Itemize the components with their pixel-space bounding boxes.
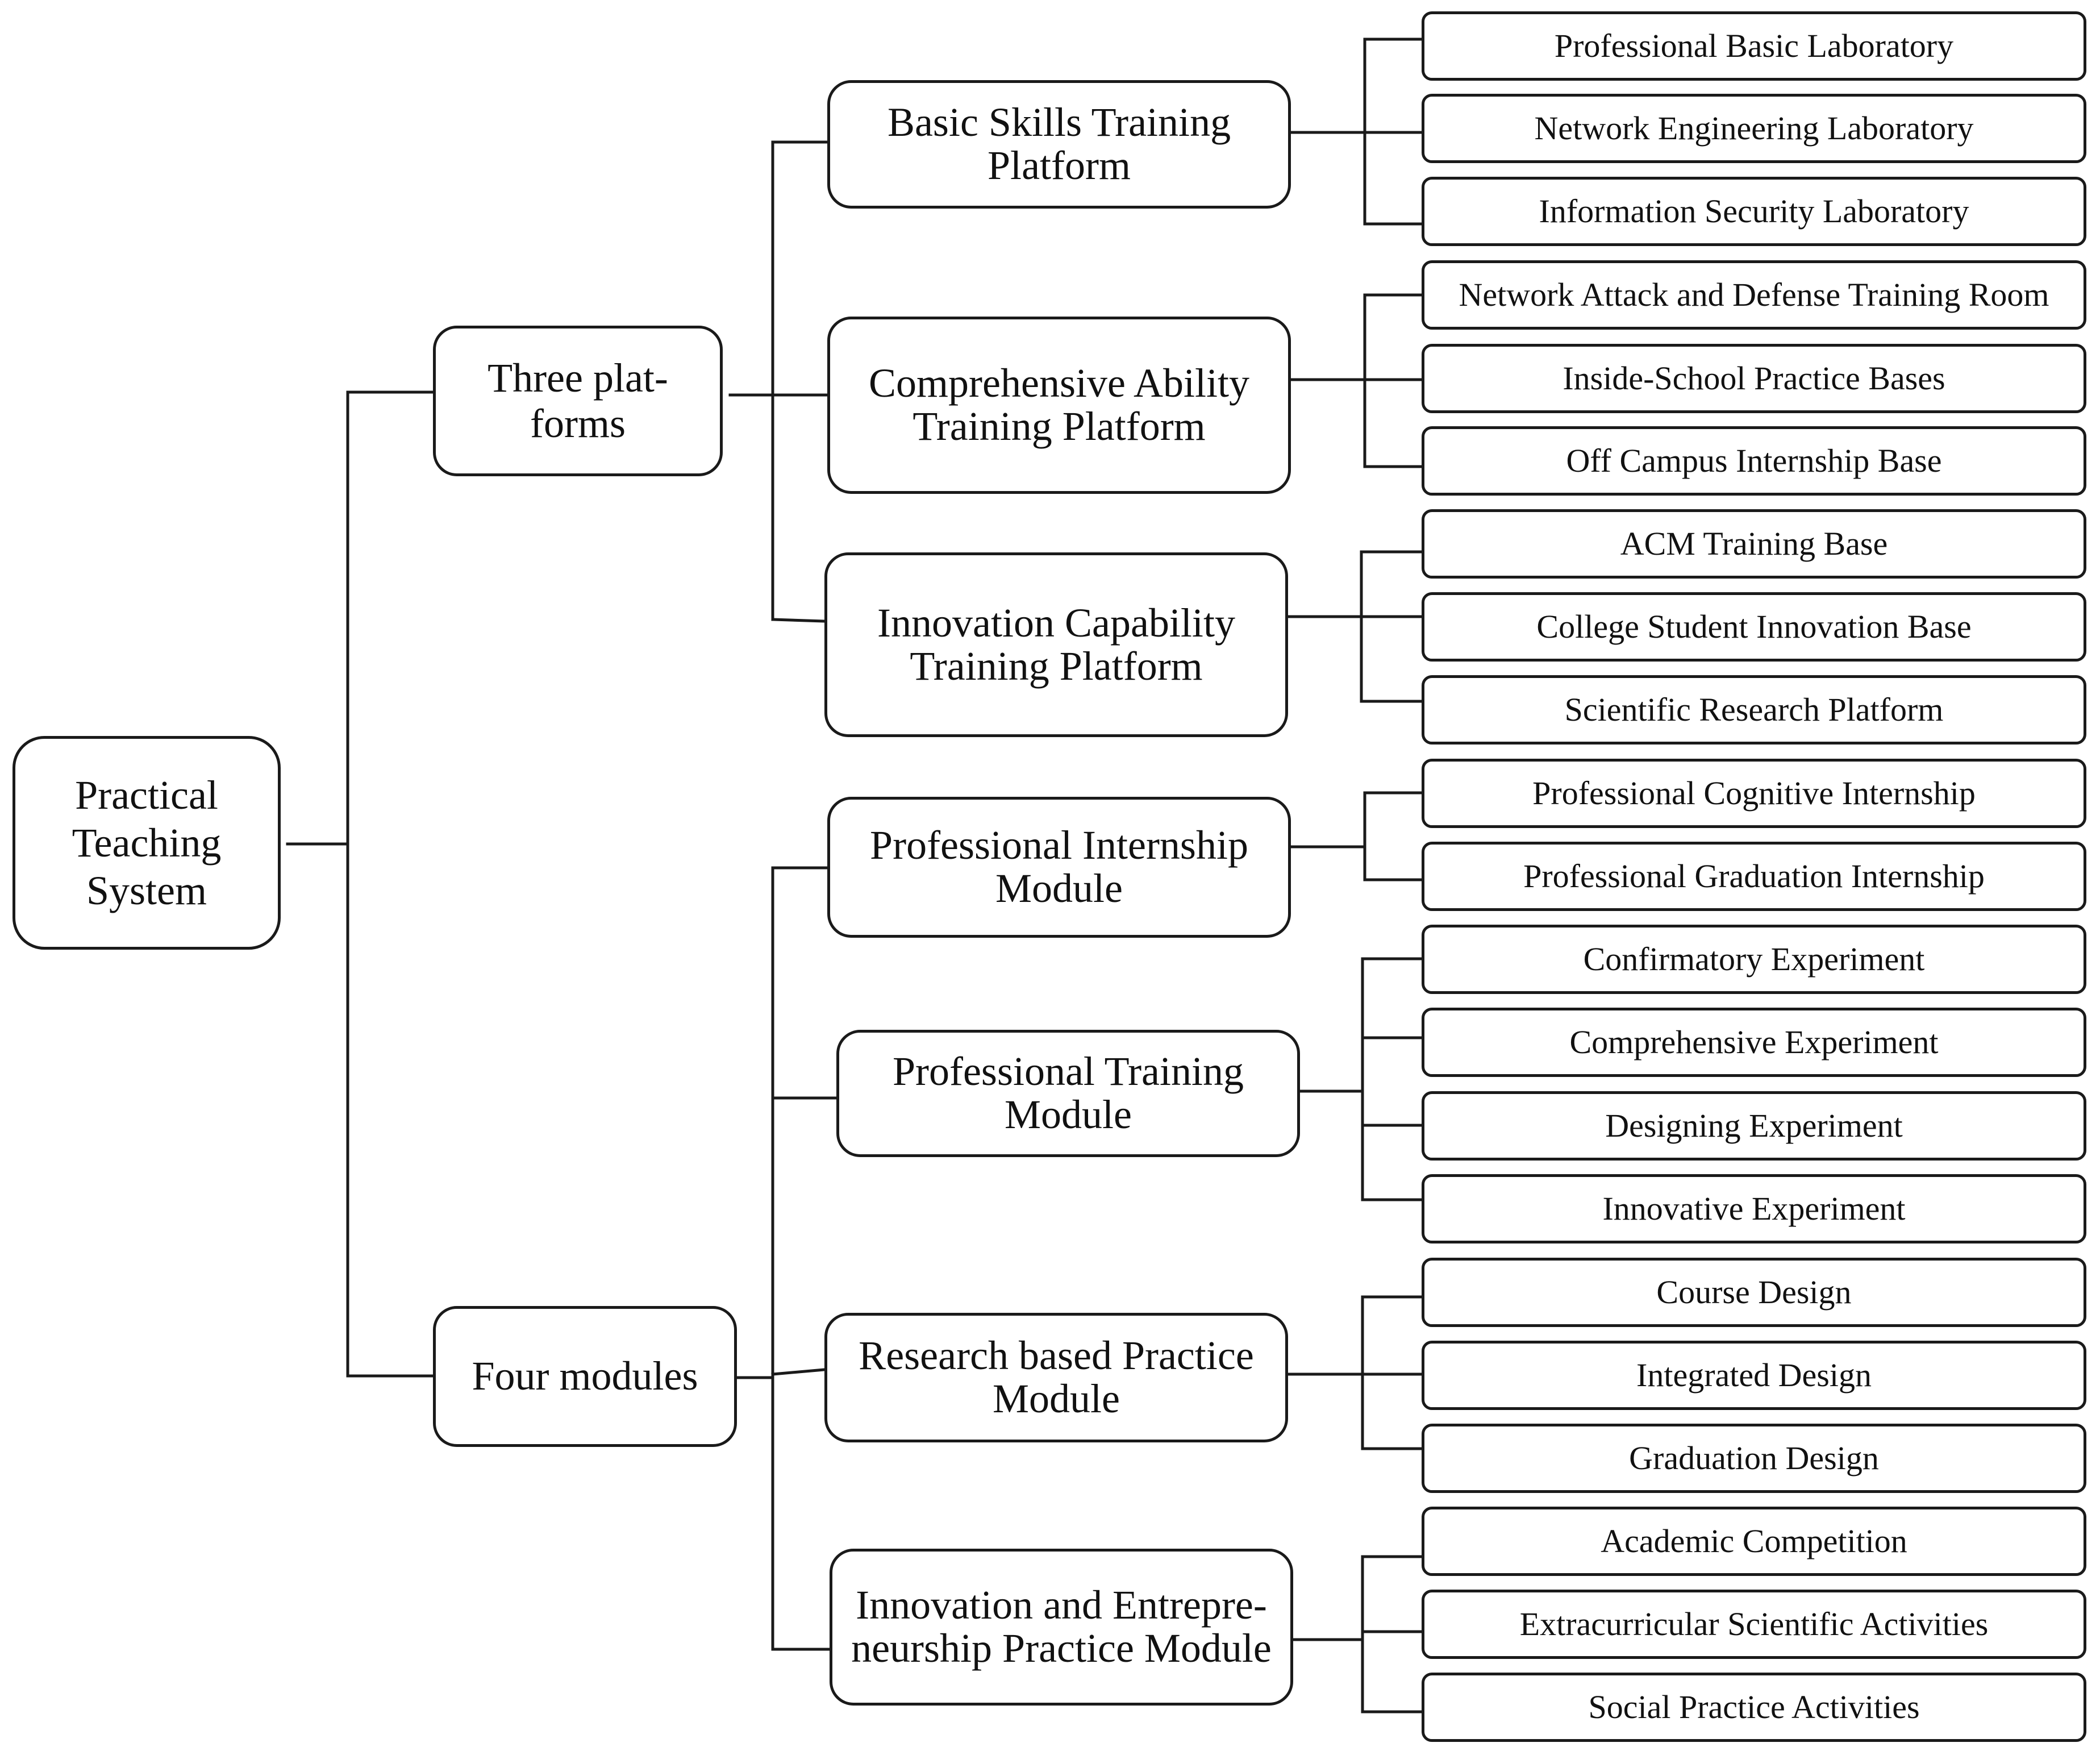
leaf-academic-competition: Academic Competition xyxy=(1422,1507,2086,1576)
leaf-social-practice-activities: Social Practice Activities xyxy=(1422,1673,2086,1742)
platform-label: Comprehensive Ability Training Platform xyxy=(869,360,1249,449)
leaf-graduation-design: Graduation Design xyxy=(1422,1424,2086,1493)
module-label: Professional Training Module xyxy=(892,1049,1244,1137)
module-node-research-practice: Research based Practice Module xyxy=(824,1313,1288,1442)
platform-node-comprehensive-ability: Comprehensive Ability Training Platform xyxy=(827,317,1291,494)
connector-line xyxy=(771,618,826,623)
leaf-innovative-experiment: Innovative Experiment xyxy=(1422,1174,2086,1243)
platform-node-basic-skills: Basic Skills Training Platform xyxy=(827,80,1291,209)
branch-label: Three plat- forms xyxy=(488,355,668,446)
leaf-acm-training-base: ACM Training Base xyxy=(1422,509,2086,579)
module-node-professional-training: Professional Training Module xyxy=(836,1030,1300,1157)
root-label: Practical Teaching System xyxy=(72,772,222,914)
module-label: Professional Internship Module xyxy=(870,822,1248,911)
leaf-professional-basic-laboratory: Professional Basic Laboratory xyxy=(1422,11,2086,81)
leaf-course-design: Course Design xyxy=(1422,1258,2086,1327)
module-node-professional-internship: Professional Internship Module xyxy=(827,797,1291,938)
leaf-network-attack-defense-room: Network Attack and Defense Training Room xyxy=(1422,260,2086,330)
branch-node-platforms: Three plat- forms xyxy=(433,326,723,476)
leaf-inside-school-practice-bases: Inside-School Practice Bases xyxy=(1422,344,2086,413)
platform-label: Basic Skills Training Platform xyxy=(887,99,1231,188)
module-node-innovation-entrepreneurship: Innovation and Entrepre- neurship Practi… xyxy=(830,1549,1293,1706)
leaf-college-student-innovation-base: College Student Innovation Base xyxy=(1422,592,2086,662)
leaf-extracurricular-scientific-activities: Extracurricular Scientific Activities xyxy=(1422,1590,2086,1659)
leaf-confirmatory-experiment: Confirmatory Experiment xyxy=(1422,925,2086,994)
leaf-scientific-research-platform: Scientific Research Platform xyxy=(1422,675,2086,745)
connector-line xyxy=(771,1368,826,1376)
module-label: Innovation and Entrepre- neurship Practi… xyxy=(851,1582,1272,1671)
leaf-comprehensive-experiment: Comprehensive Experiment xyxy=(1422,1008,2086,1077)
branch-node-modules: Four modules xyxy=(433,1306,737,1447)
branch-label: Four modules xyxy=(472,1353,698,1399)
platform-node-innovation-capability: Innovation Capability Training Platform xyxy=(824,552,1288,737)
leaf-professional-cognitive-internship: Professional Cognitive Internship xyxy=(1422,759,2086,828)
leaf-off-campus-internship-base: Off Campus Internship Base xyxy=(1422,426,2086,496)
leaf-integrated-design: Integrated Design xyxy=(1422,1341,2086,1410)
root-node: Practical Teaching System xyxy=(13,736,281,950)
leaf-professional-graduation-internship: Professional Graduation Internship xyxy=(1422,842,2086,911)
leaf-network-engineering-laboratory: Network Engineering Laboratory xyxy=(1422,94,2086,163)
leaf-information-security-laboratory: Information Security Laboratory xyxy=(1422,177,2086,246)
leaf-designing-experiment: Designing Experiment xyxy=(1422,1091,2086,1161)
platform-label: Innovation Capability Training Platform xyxy=(877,600,1235,689)
module-label: Research based Practice Module xyxy=(859,1333,1254,1421)
